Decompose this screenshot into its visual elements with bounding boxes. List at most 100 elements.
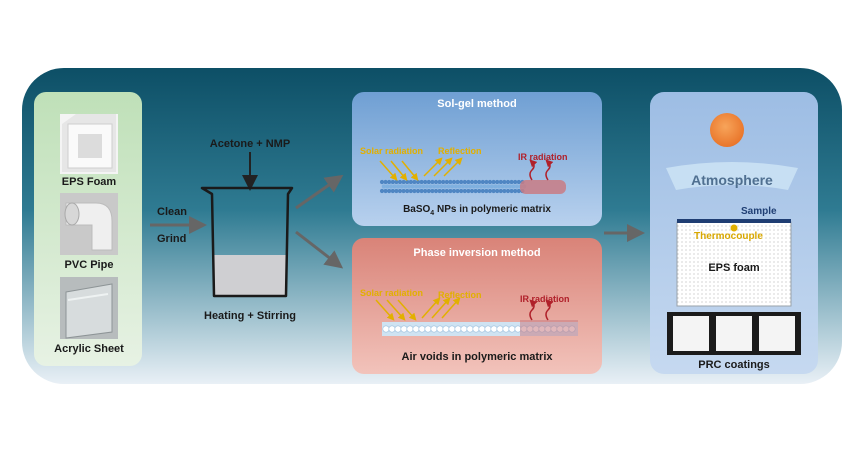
sample-layer [677,219,791,223]
nanoparticle [417,184,422,189]
nanoparticle [514,184,520,189]
eps-foam-label: EPS Foam [61,176,117,188]
nanoparticle [464,184,469,189]
nanoparticle [462,179,467,185]
nanoparticle [484,188,489,194]
nanoparticle [419,188,424,194]
air-void [400,325,408,333]
solgel-solar-arrows [379,160,419,181]
thermocouple-label: Thermocouple [694,231,763,242]
air-void [502,325,510,333]
nanoparticle [466,188,471,194]
thermocouple-dot [730,224,738,232]
nanoparticle [379,188,385,194]
solgel-ir-label: IR radiation [518,152,568,162]
solvent-label: Acetone + NMP [209,138,291,150]
nanoparticle [473,179,478,185]
nanoparticle [444,179,449,185]
nanoparticle [498,188,503,194]
nanoparticle [505,179,511,185]
beaker-label: Heating + Stirring [204,310,296,322]
nanoparticle [462,188,467,194]
nanoparticle [496,184,502,189]
nanoparticle [513,188,518,194]
prc-coating-2 [716,316,752,351]
solgel-nanoparticle-layer [379,179,527,194]
nanoparticle [397,188,403,194]
phase-ir-region [520,320,578,336]
nanoparticle [482,184,487,189]
acrylic-sheet-image [60,277,118,339]
grind-label: Grind [157,233,187,245]
air-void [508,325,516,333]
nanoparticle [424,184,430,189]
nanoparticle [495,179,500,185]
sample-label: Sample [741,206,777,217]
arrow-to-phase [295,230,344,269]
solgel-caption-subscript: 4 [430,210,435,217]
nanoparticle [504,184,509,189]
nanoparticle [405,179,410,185]
nanoparticle [397,179,403,185]
nanoparticle [477,179,482,185]
nanoparticle [403,184,408,189]
nanoparticle [448,188,453,194]
nanoparticle [477,188,482,194]
nanoparticle [423,188,428,194]
nanoparticle [493,184,498,189]
air-void [454,325,462,333]
nanoparticle [509,179,514,185]
eps-foam-test-label: EPS foam [708,262,760,274]
air-void [436,325,444,333]
nanoparticle [426,179,431,185]
sun-icon [710,113,744,147]
nanoparticle [387,179,392,185]
nanoparticle [507,184,512,189]
eps-foam-image [60,114,118,174]
nanoparticle [469,179,475,185]
nanoparticle [435,184,440,189]
solgel-caption-suffix: NPs in polymeric matrix [434,204,551,215]
solgel-ir-arrows [529,159,554,181]
acrylic-sheet-label: Acrylic Sheet [54,343,124,355]
nanoparticle [433,179,439,185]
air-void [382,325,390,333]
nanoparticle [486,184,491,189]
air-void [466,325,474,333]
nanoparticle [478,184,484,189]
clean-label: Clean [157,206,187,218]
nanoparticle [387,188,392,194]
air-void [388,325,396,333]
nanoparticle [459,179,464,185]
nanoparticle [511,184,516,189]
nanoparticle [401,188,406,194]
nanoparticle [505,188,511,194]
nanoparticle [487,188,493,194]
nanoparticle [437,188,442,194]
nanoparticle [426,188,431,194]
nanoparticle [383,179,388,185]
nanoparticle [437,179,442,185]
nanoparticle [441,179,446,185]
nanoparticle [516,188,521,194]
nanoparticle [414,184,419,189]
nanoparticle [415,179,421,185]
nanoparticle [460,184,466,189]
solgel-ir-region [520,180,566,194]
nanoparticle [430,179,435,185]
nanoparticle [428,184,433,189]
prc-coating-1 [673,316,709,351]
nanoparticle [509,188,514,194]
air-void [418,325,426,333]
nanoparticle [421,184,426,189]
nanoparticle [495,188,500,194]
nanoparticle [502,188,507,194]
nanoparticle [448,179,453,185]
phase-panel [352,238,602,374]
nanoparticle [381,184,386,189]
solgel-reflection-arrows [423,157,463,177]
solgel-title: Sol-gel method [437,98,517,110]
eps-foam-box [676,221,792,307]
nanoparticle [487,179,493,185]
air-void [478,325,486,333]
